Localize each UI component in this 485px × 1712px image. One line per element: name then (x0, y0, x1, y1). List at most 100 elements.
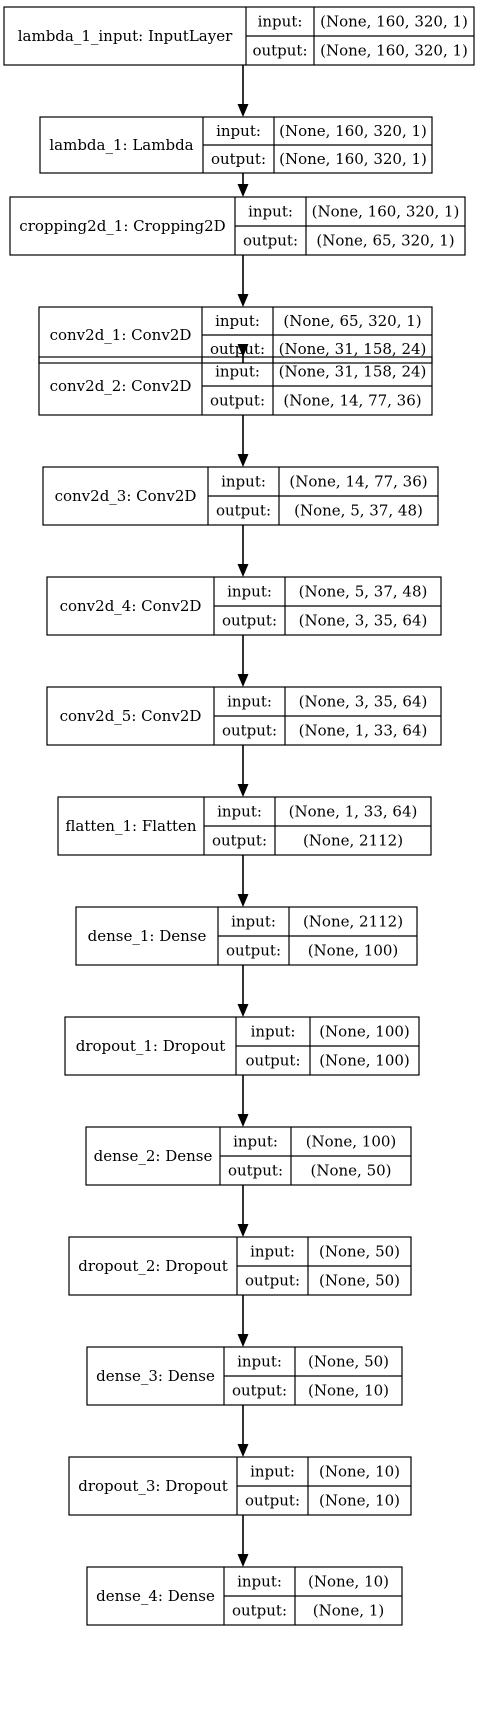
layer-name: conv2d_3: Conv2D (55, 487, 197, 505)
input-port-label: input: (250, 1463, 295, 1481)
output-shape: (None, 160, 320, 1) (320, 42, 468, 60)
input-shape: (None, 10) (308, 1573, 389, 1591)
output-port-label: output: (210, 340, 265, 358)
arrow-13-to-14 (237, 1295, 249, 1347)
output-port-label: output: (243, 232, 298, 250)
output-port-label: output: (226, 942, 281, 960)
layer-node-lambda-1-input: lambda_1_input: InputLayer input: output: (… (3, 6, 475, 66)
output-shape: (None, 10) (319, 1492, 400, 1510)
output-shape: (None, 50) (319, 1272, 400, 1290)
input-shape: (None, 3, 35, 64) (299, 693, 428, 711)
layer-name: dense_2: Dense (94, 1147, 213, 1165)
input-shape: (None, 50) (308, 1353, 389, 1371)
output-port-label: output: (252, 42, 307, 60)
layer-name: conv2d_5: Conv2D (60, 707, 202, 725)
output-shape: (None, 10) (308, 1382, 389, 1400)
layer-name: conv2d_2: Conv2D (50, 377, 192, 395)
layer-node-flatten-1: flatten_1: Flatten input: output: (None, 1,… (57, 796, 432, 856)
layer-name: dropout_1: Dropout (76, 1037, 226, 1055)
output-shape: (None, 160, 320, 1) (279, 150, 427, 168)
output-shape: (None, 3, 35, 64) (299, 612, 428, 630)
input-port-label: input: (217, 803, 262, 821)
layer-name: dense_4: Dense (96, 1587, 215, 1605)
input-port-label: input: (216, 122, 261, 140)
arrow-8-to-9 (237, 745, 249, 797)
output-shape: (None, 65, 320, 1) (316, 232, 454, 250)
output-shape: (None, 100) (319, 1052, 410, 1070)
output-port-label: output: (232, 1382, 287, 1400)
output-port-label: output: (222, 722, 277, 740)
output-shape: (None, 1, 33, 64) (299, 722, 428, 740)
output-port-label: output: (232, 1602, 287, 1620)
output-port-label: output: (216, 502, 271, 520)
arrow-3-to-4 (237, 255, 249, 307)
layer-node-cropping2d-1: cropping2d_1: Cropping2Dinput:output:(No… (9, 196, 466, 256)
input-port-label: input: (215, 312, 260, 330)
input-port-label: input: (237, 1573, 282, 1591)
arrow-4-to-5 (237, 344, 249, 363)
input-shape: (None, 10) (319, 1463, 400, 1481)
input-shape: (None, 5, 37, 48) (299, 583, 428, 601)
output-port-label: output: (228, 1162, 283, 1180)
layer-node-dropout-2: dropout_2: Dropout input: output: (None, 50… (68, 1236, 412, 1296)
output-shape: (None, 1) (313, 1602, 384, 1620)
layer-name: dense_1: Dense (88, 927, 207, 945)
output-port-label: output: (245, 1052, 300, 1070)
arrow-1-to-2 (237, 65, 249, 117)
output-shape: (None, 100) (308, 942, 399, 960)
layer-name: lambda_1_input: InputLayer (18, 27, 233, 45)
output-port-label: output: (212, 832, 267, 850)
input-port-label: input: (233, 1133, 278, 1151)
input-port-label: input: (237, 1353, 282, 1371)
output-shape: (None, 14, 77, 36) (283, 392, 421, 410)
arrow-14-to-15 (237, 1405, 249, 1457)
input-port-label: input: (215, 363, 260, 381)
layer-name: conv2d_1: Conv2D (50, 326, 192, 344)
output-port-label: output: (222, 612, 277, 630)
layer-name: lambda_1: Lambda (49, 136, 193, 154)
input-port-label: input: (258, 13, 303, 31)
arrow-10-to-11 (237, 965, 249, 1017)
arrow-9-to-10 (237, 855, 249, 907)
input-shape: (None, 160, 320, 1) (312, 203, 460, 221)
arrow-11-to-12 (237, 1075, 249, 1127)
arrow-7-to-8 (237, 635, 249, 687)
layer-node-dense-4: dense_4: Dense input: output: (None, 10) (No… (86, 1566, 403, 1626)
output-shape: (None, 50) (310, 1162, 391, 1180)
layer-name: dropout_2: Dropout (78, 1257, 228, 1275)
layer-node-conv2d-4: conv2d_4: Conv2D input: output: (None, 5, 3… (46, 576, 442, 636)
input-shape: (None, 1, 33, 64) (289, 803, 418, 821)
input-shape: (None, 50) (319, 1243, 400, 1261)
layer-node-dense-3: dense_3: Dense input: output: (None, 50) (No… (86, 1346, 403, 1406)
input-port-label: input: (250, 1243, 295, 1261)
input-port-label: input: (221, 473, 266, 491)
input-shape: (None, 100) (319, 1023, 410, 1041)
output-shape: (None, 2112) (303, 832, 403, 850)
arrow-12-to-13 (237, 1185, 249, 1237)
input-shape: (None, 100) (306, 1133, 397, 1151)
arrow-15-to-16 (237, 1515, 249, 1567)
input-shape: (None, 65, 320, 1) (283, 312, 421, 330)
layer-name: conv2d_4: Conv2D (60, 597, 202, 615)
input-shape: (None, 14, 77, 36) (289, 473, 427, 491)
layer-node-dropout-1: dropout_1: Dropout input: output: (None, 10… (64, 1016, 420, 1076)
output-port-label: output: (210, 392, 265, 410)
layer-name: dense_3: Dense (96, 1367, 215, 1385)
output-shape: (None, 5, 37, 48) (294, 502, 423, 520)
input-port-label: input: (231, 913, 276, 931)
input-port-label: input: (227, 583, 272, 601)
output-port-label: output: (245, 1272, 300, 1290)
layer-name: flatten_1: Flatten (65, 817, 196, 835)
layer-node-dense-2: dense_2: Dense input: output: (None, 100) (N… (85, 1126, 412, 1186)
layer-node-conv2d-3: conv2d_3: Conv2D input: output: (None, 14, … (42, 466, 439, 526)
input-port-label: input: (251, 1023, 296, 1041)
arrow-2-to-3 (237, 173, 249, 197)
layer-node-conv2d-1: conv2d_1: Conv2D input: output: (None, 65, … (38, 306, 433, 364)
layer-name: dropout_3: Dropout (78, 1477, 228, 1495)
